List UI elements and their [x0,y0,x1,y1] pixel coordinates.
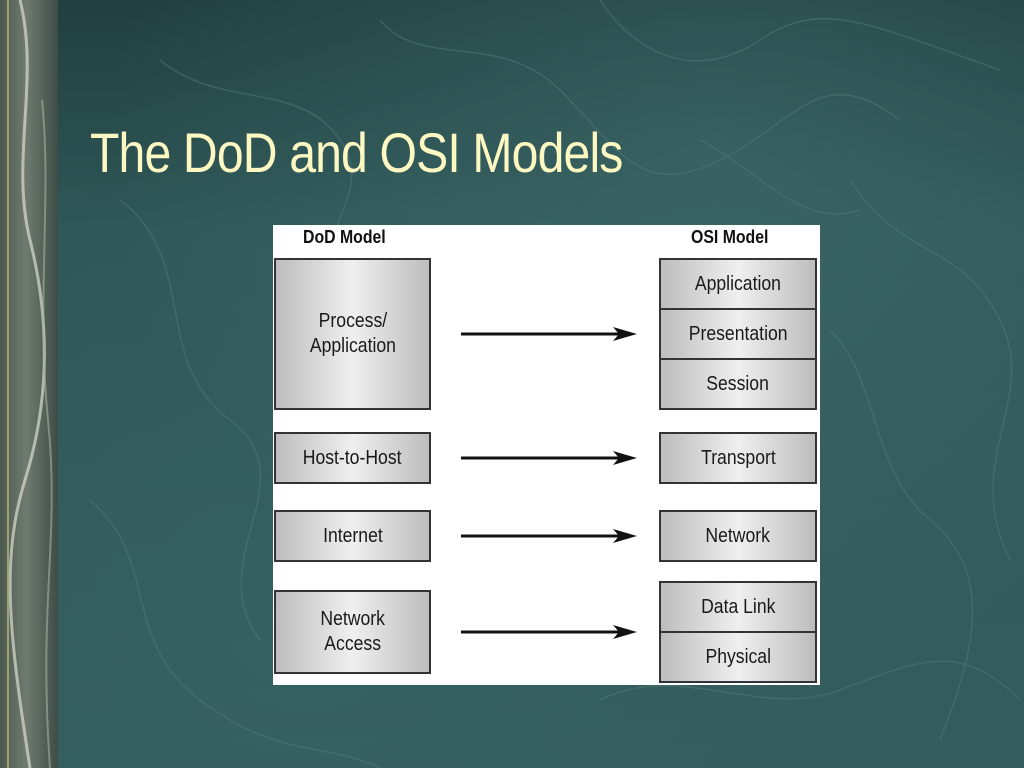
osi-physical-label: Physical [705,645,771,668]
osi-transport-box: Transport [659,432,817,484]
slide-title: The DoD and OSI Models [90,121,623,184]
dod-process-application-box: Process/ Application [274,258,431,410]
arrow-host-to-transport [461,451,637,465]
dod-model-heading: DoD Model [303,227,386,247]
dod-internet-label: Internet [322,524,383,547]
osi-application-label: Application [694,272,782,295]
osi-application-box: Application [659,258,817,309]
osi-data-link-box: Data Link [659,581,817,632]
osi-network-box: Network [659,510,817,562]
dod-osi-diagram: DoD Model OSI Model Process/ Application… [273,225,820,685]
decorative-side-strip [0,0,58,768]
arrow-internet-to-network [461,529,637,543]
dod-host-to-host-label: Host-to-Host [303,446,402,469]
osi-session-label: Session [706,372,770,395]
dod-internet-box: Internet [274,510,431,562]
osi-physical-box: Physical [659,632,817,683]
osi-session-box: Session [659,359,817,410]
dod-host-to-host-box: Host-to-Host [274,432,431,484]
osi-network-label: Network [705,524,771,547]
osi-presentation-label: Presentation [688,322,788,345]
osi-transport-label: Transport [700,446,776,469]
dod-network-access-box: Network Access [274,590,431,674]
osi-data-link-label: Data Link [700,595,776,618]
osi-model-heading: OSI Model [691,227,769,247]
osi-presentation-box: Presentation [659,309,817,359]
arrow-process-to-upper-layers [461,327,637,341]
dod-network-access-label: Network Access [320,608,385,655]
dod-process-application-label: Process/ Application [309,310,396,357]
arrow-network-access-to-lower-layers [461,625,637,639]
